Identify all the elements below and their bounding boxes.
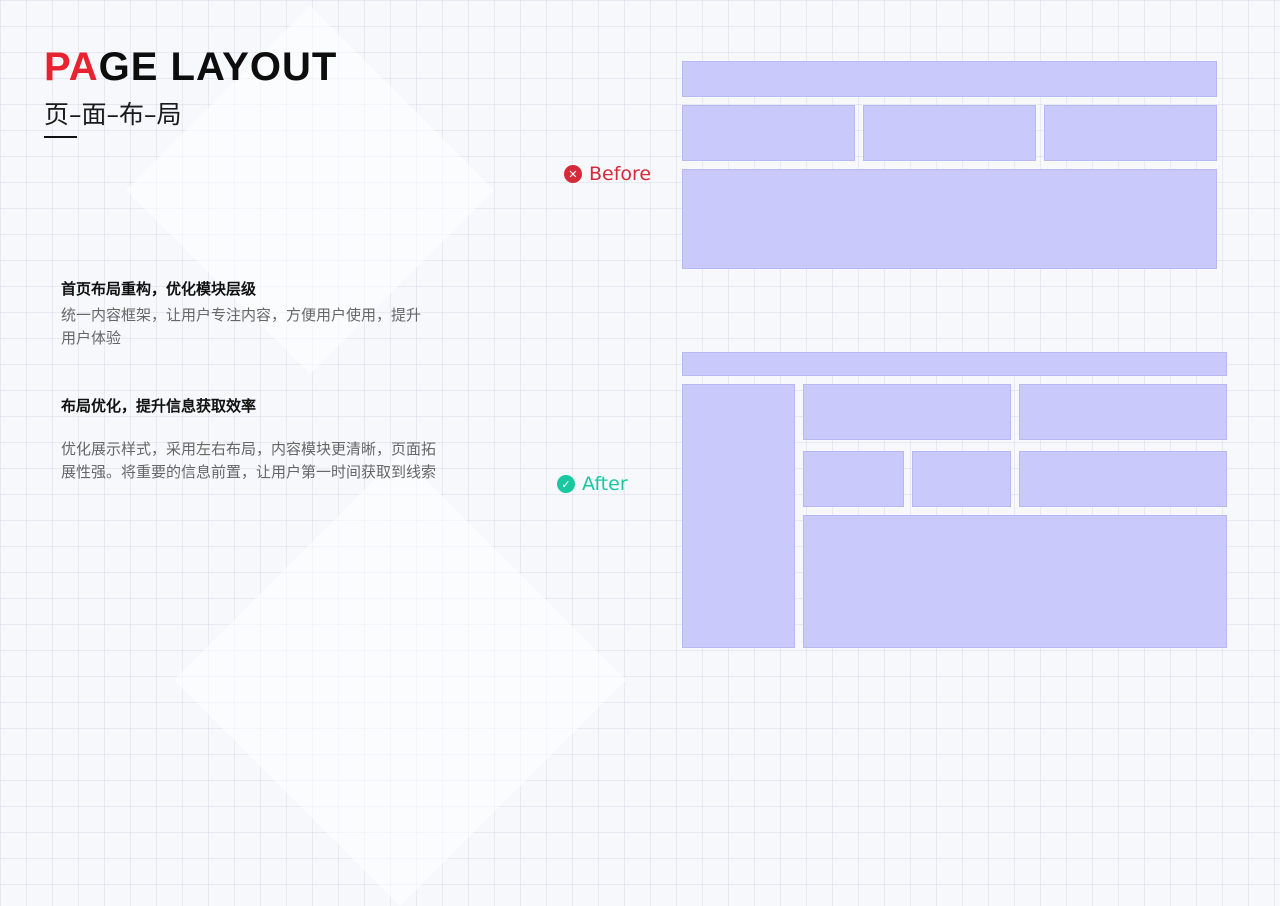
subtitle-underline <box>44 136 77 138</box>
section-layout-optimization: 布局优化，提升信息获取效率 优化展示样式，采用左右布局，内容模块更清晰，页面拓展… <box>61 395 441 484</box>
wireframe-header-block <box>682 352 1227 376</box>
section-heading: 首页布局重构，优化模块层级 <box>61 280 257 298</box>
close-circle-icon: ✕ <box>564 165 582 183</box>
wireframe-header-block <box>682 61 1217 97</box>
section-homepage-restructure: 首页布局重构，优化模块层级 统一内容框架，让用户专注内容，方便用户使用，提升用户… <box>61 278 441 350</box>
after-label-text: After <box>582 473 628 495</box>
wireframe-content-block <box>803 515 1227 648</box>
before-label-text: Before <box>589 163 652 185</box>
section-body: 优化展示样式，采用左右布局，内容模块更清晰，页面拓展性强。将重要的信息前置，让用… <box>61 440 437 481</box>
wireframe-card-block <box>1019 451 1227 507</box>
wireframe-card-block <box>803 384 1011 440</box>
page-subtitle: 页–面–布–局 <box>44 100 182 129</box>
background-decoration <box>173 453 627 906</box>
check-circle-icon: ✓ <box>557 475 575 493</box>
wireframe-card-block <box>912 451 1011 507</box>
wireframe-card-block <box>863 105 1036 161</box>
section-heading: 布局优化，提升信息获取效率 <box>61 397 257 415</box>
wireframe-card-block <box>682 105 855 161</box>
section-body: 统一内容框架，让用户专注内容，方便用户使用，提升用户体验 <box>61 306 422 347</box>
wireframe-card-block <box>1019 384 1227 440</box>
wireframe-card-block <box>803 451 904 507</box>
after-label: ✓ After <box>557 473 628 495</box>
page-title-rest: GE LAYOUT <box>98 45 338 89</box>
page-title: PAGE LAYOUT <box>44 44 337 90</box>
wireframe-sidebar-block <box>682 384 795 648</box>
wireframe-card-block <box>1044 105 1217 161</box>
wireframe-content-block <box>682 169 1217 269</box>
before-label: ✕ Before <box>564 163 651 185</box>
page-title-accent: PA <box>44 45 99 89</box>
